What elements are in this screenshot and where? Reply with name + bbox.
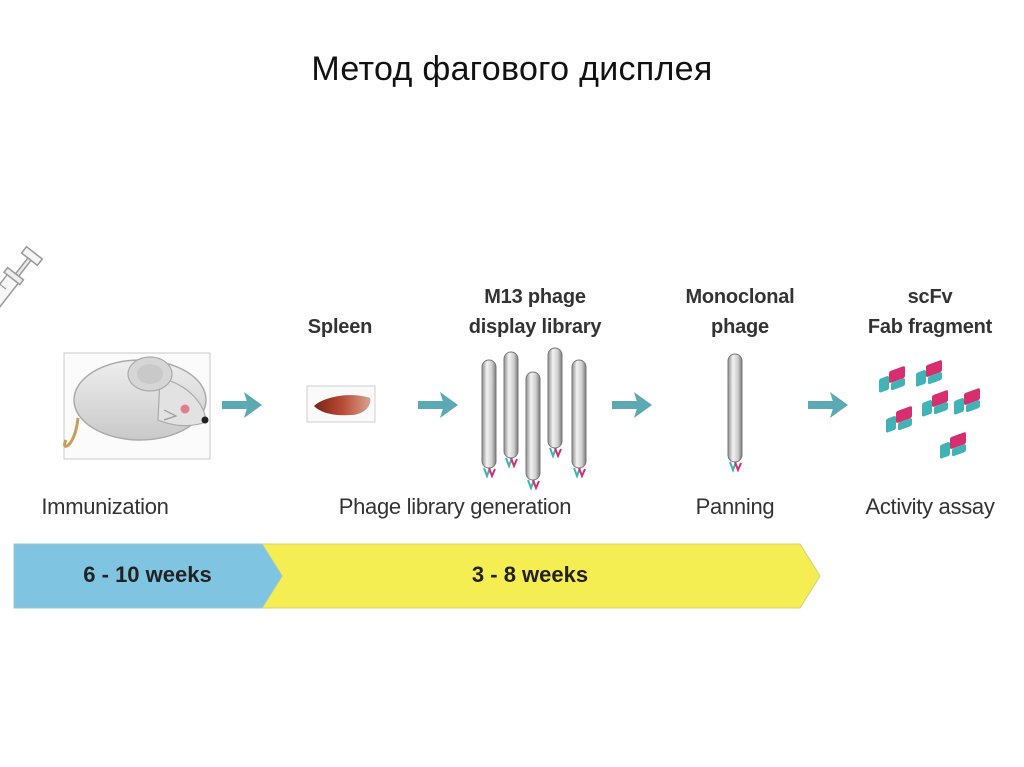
scfv-line2: Fab fragment: [867, 316, 993, 338]
step-panning: Panning: [695, 494, 775, 519]
spleen-label: Spleen: [307, 316, 373, 338]
timeline-second-label: 3 - 8 weeks: [471, 562, 589, 587]
arrow-icon: [808, 392, 848, 418]
stage-label-spleen: Spleen: [285, 312, 395, 342]
page-title: Метод фагового дисплея: [311, 50, 713, 88]
stage-label-scfv: scFv Fab fragment: [840, 282, 1020, 342]
antibody-icon: [886, 405, 912, 434]
antibody-icon: [922, 389, 948, 418]
step-immunization: Immunization: [41, 494, 169, 519]
antibody-icon: [879, 365, 905, 394]
timeline-bar: [13, 543, 821, 609]
arrow-icon: [222, 392, 262, 418]
step-library-generation: Phage library generation: [338, 494, 572, 519]
mouse-icon: [63, 356, 209, 448]
antibody-icon: [954, 387, 980, 416]
arrow-icon: [612, 392, 652, 418]
phage-library-line2: display library: [468, 316, 602, 338]
stage-label-monoclonal: Monoclonal phage: [660, 282, 820, 342]
phage-icon: [547, 347, 563, 457]
syringe-icon: [0, 245, 44, 334]
phage-icon: [571, 359, 587, 477]
timeline-segment-first: [13, 543, 283, 609]
phage-icon: [525, 371, 541, 489]
step-activity-assay: Activity assay: [865, 494, 995, 519]
phage-icon: [481, 359, 497, 477]
antibody-icon: [940, 431, 966, 460]
phage-library: [481, 347, 587, 489]
arrow-icon: [418, 392, 458, 418]
phage-icon: [727, 353, 743, 471]
scfv-line1: scFv: [907, 286, 953, 308]
phage-icon: [503, 351, 519, 467]
timeline-first-label: 6 - 10 weeks: [83, 562, 212, 587]
antibody-icon: [916, 359, 942, 388]
stage-label-phage-library: M13 phage display library: [440, 282, 630, 342]
monoclonal-line1: Monoclonal: [685, 286, 795, 308]
spleen-icon: [314, 395, 371, 416]
phage-library-line1: M13 phage: [484, 286, 586, 308]
antibody-cluster: [879, 359, 980, 460]
monoclonal-line2: phage: [711, 316, 769, 338]
